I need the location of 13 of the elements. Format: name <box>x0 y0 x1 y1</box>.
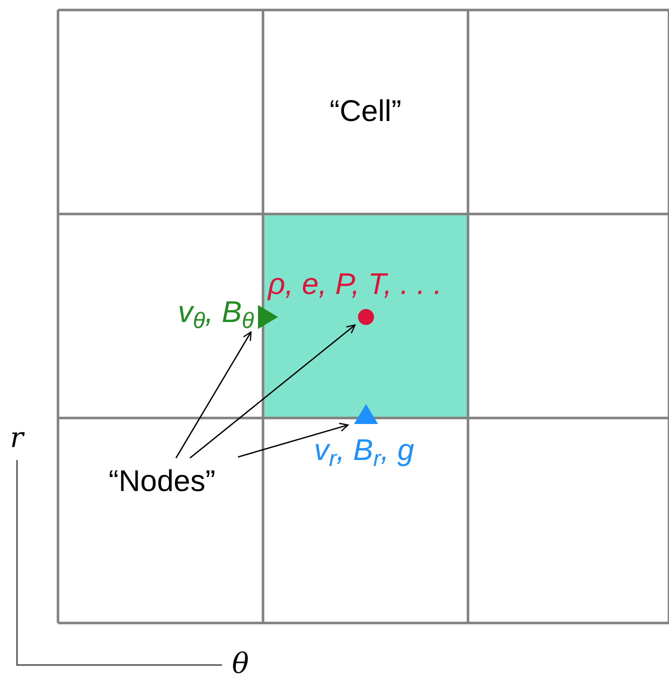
arrow <box>238 422 349 458</box>
node-dot <box>358 309 374 325</box>
arrow <box>175 331 252 458</box>
variable-label: v$_{r}$, B$_{r}$, g <box>314 436 416 466</box>
node-triangle <box>258 305 278 329</box>
variable-label: v$_{θ}$, B$_{θ}$ <box>176 298 254 328</box>
node-triangle <box>354 404 378 424</box>
variable-label: ρ, e, P, T, . . . <box>268 270 443 300</box>
axis-label: θ <box>232 650 249 678</box>
axis-label: r <box>10 424 24 452</box>
arrow <box>190 324 356 458</box>
cell-label: “Cell” <box>330 97 402 127</box>
nodes-label: “Nodes” <box>108 467 216 497</box>
